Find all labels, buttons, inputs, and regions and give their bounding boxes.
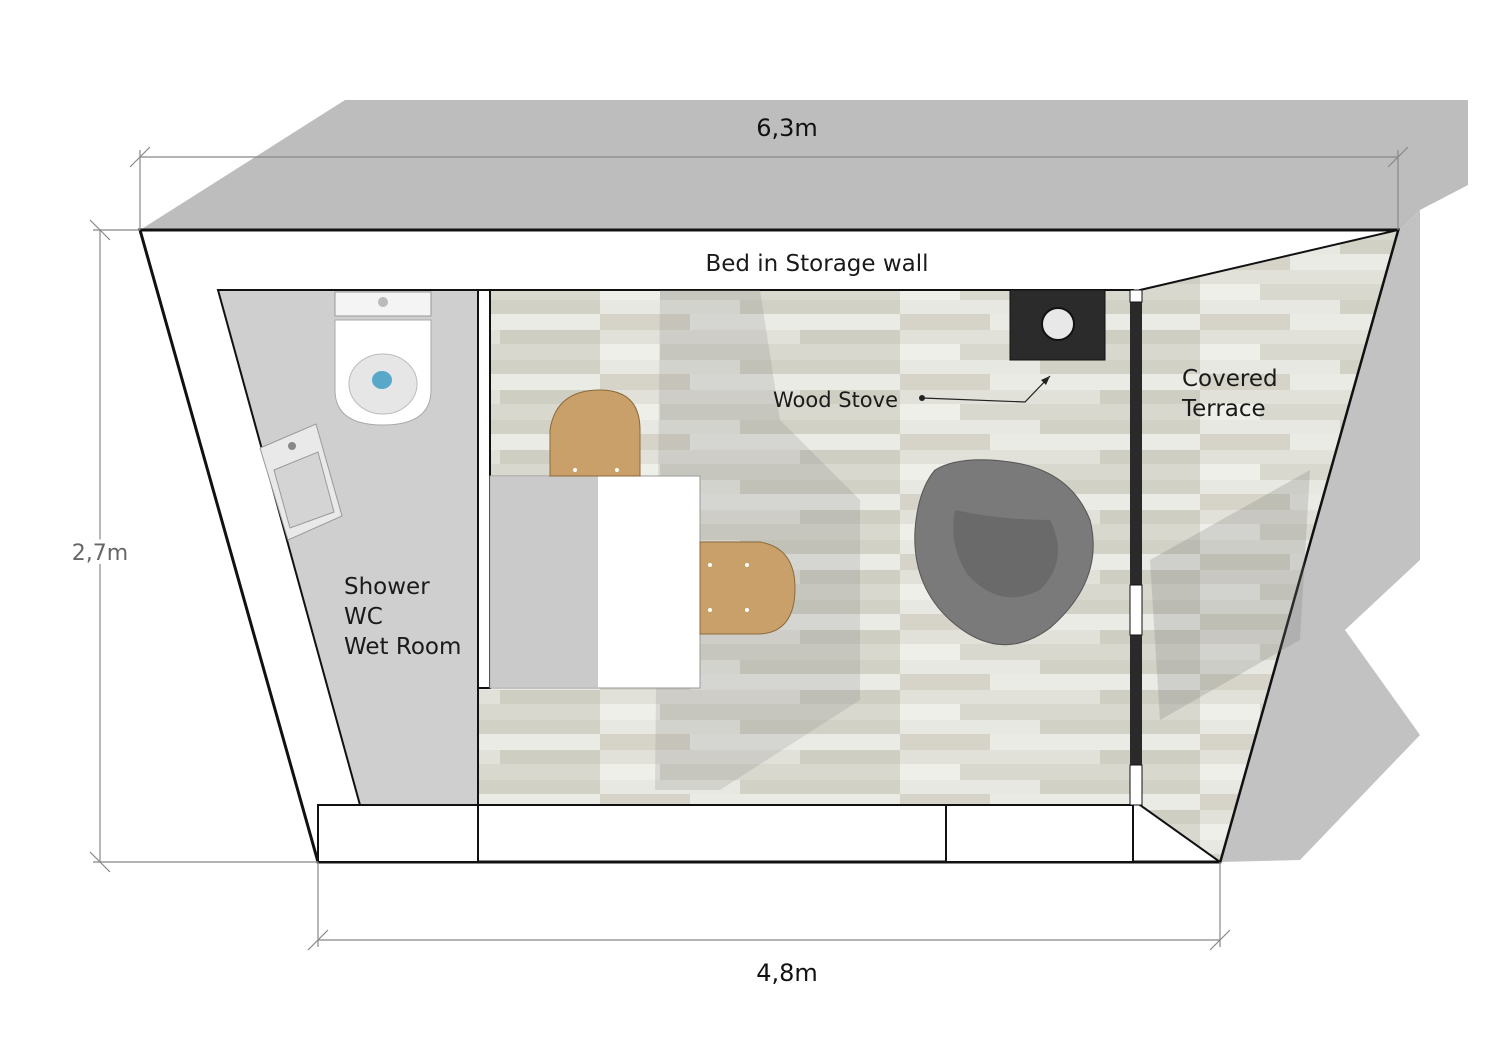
wet-room-partition <box>477 289 491 689</box>
dimension-bottom-label: 4,8m <box>756 959 818 987</box>
bed-storage-wall-label: Bed in Storage wall <box>705 251 928 277</box>
dimension-top <box>129 146 1409 230</box>
sink-icon <box>259 423 343 541</box>
terrace-door-jamb-top <box>1129 289 1143 303</box>
bottom-wall-right <box>945 804 1134 863</box>
terrace-label-line1: Covered <box>1182 366 1278 392</box>
building-shadow <box>140 100 1468 232</box>
terrace-door-jamb-mid <box>1129 584 1143 636</box>
wood-stove-label: Wood Stove <box>773 388 898 412</box>
stove-leader-arrow <box>1041 376 1050 385</box>
dimension-bottom <box>307 862 1231 951</box>
table-shadow <box>490 476 598 688</box>
wet-room-label-line2: WC <box>344 604 383 630</box>
dimension-height-label: 2,7m <box>72 541 128 566</box>
wet-room-label-line3: Wet Room <box>344 634 461 660</box>
bottom-wall-left <box>317 804 479 863</box>
wood-chair-top <box>549 389 641 477</box>
terrace-shadow <box>1150 470 1310 720</box>
stove-leader-dot <box>919 395 925 401</box>
terrace-glazing <box>1130 290 1142 805</box>
building-shadow-right <box>1220 210 1420 862</box>
dimension-top-label: 6,3m <box>756 114 818 142</box>
terrace-door-jamb-bottom <box>1129 764 1143 806</box>
lounge-chair-icon <box>914 459 1094 646</box>
dimension-left <box>89 219 318 873</box>
stove-leader-line <box>921 375 1051 403</box>
terrace-label-line2: Terrace <box>1181 396 1266 422</box>
wood-stove-icon <box>1009 289 1106 361</box>
wet-room-label-line1: Shower <box>344 574 430 600</box>
toilet-icon <box>334 291 432 426</box>
interior-shadow <box>655 290 860 790</box>
wood-chair-right <box>699 541 796 635</box>
